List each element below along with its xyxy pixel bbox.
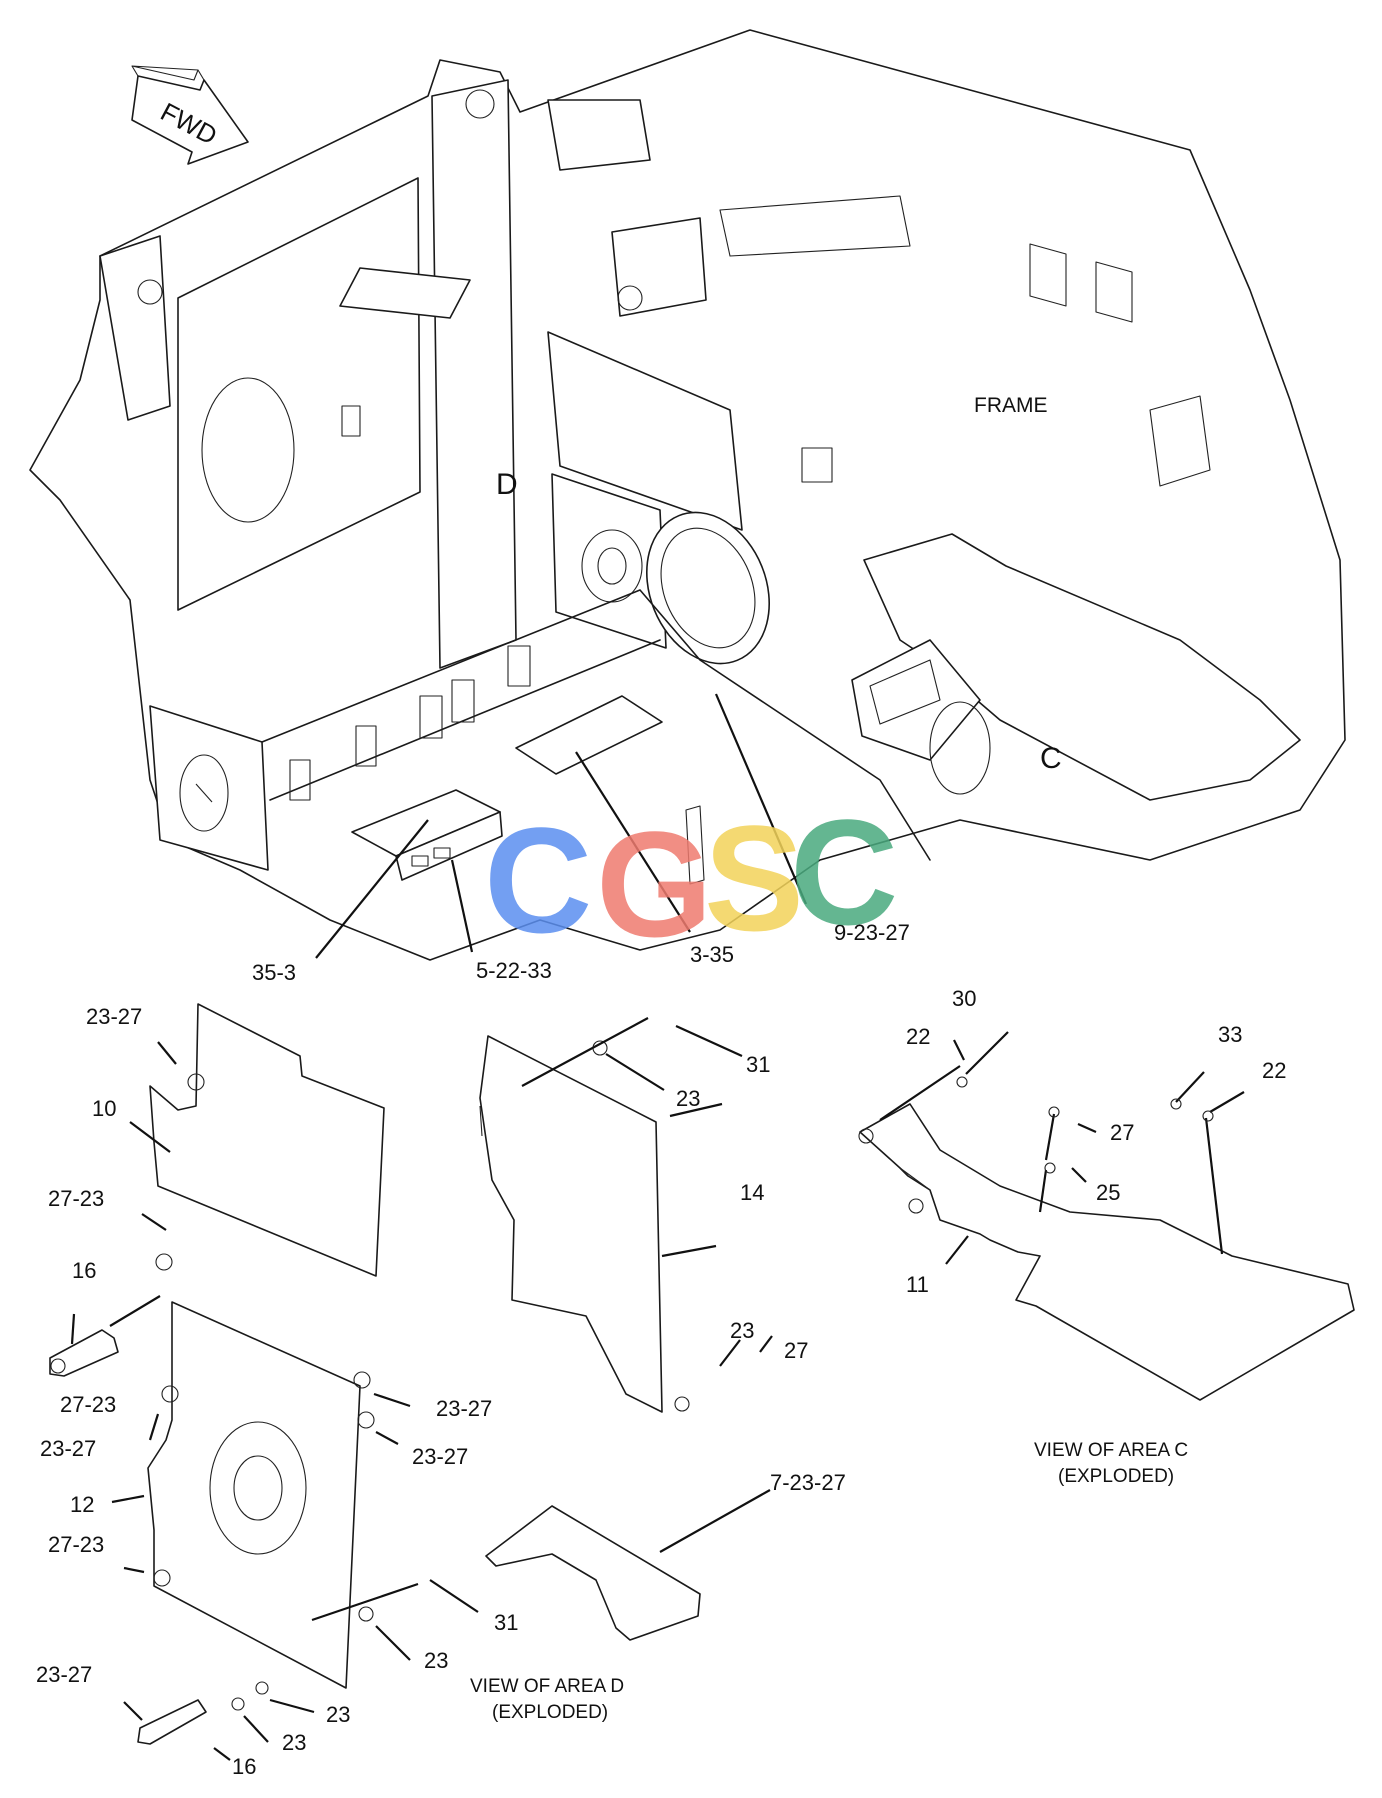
area-c-caption-line1: VIEW OF AREA C <box>1034 1440 1188 1461</box>
panel-10 <box>149 1003 385 1277</box>
callout-23-d: 23 <box>326 1702 350 1727</box>
area-d-exploded-view: 23-27 10 27-23 16 27-23 23-27 12 27-23 2… <box>36 1003 846 1779</box>
callout-16-a: 16 <box>72 1258 96 1283</box>
callout-14: 14 <box>740 1180 764 1205</box>
cover-plate-3 <box>515 695 663 775</box>
callout-23-b: 23 <box>730 1318 754 1343</box>
callout-23-27-d: 23-27 <box>436 1396 492 1421</box>
callout-27-23-b: 27-23 <box>60 1392 116 1417</box>
watermark-logo: C G S C <box>484 788 898 968</box>
lower-panel-12 <box>551 473 667 649</box>
callout-23-e: 23 <box>282 1730 306 1755</box>
callout-25: 25 <box>1096 1180 1120 1205</box>
callout-5-22-33: 5-22-33 <box>476 958 552 983</box>
watermark-letter: G <box>596 800 713 968</box>
watermark-letter: C <box>790 788 898 956</box>
callout-23-a: 23 <box>676 1086 700 1111</box>
callout-27-23-c: 27-23 <box>48 1532 104 1557</box>
bracket-16-lower <box>137 1699 207 1745</box>
callout-7-23-27: 7-23-27 <box>770 1470 846 1495</box>
callout-3-35: 3-35 <box>690 942 734 967</box>
callout-23-27-b: 23-27 <box>40 1436 96 1461</box>
callout-23-27-e: 23-27 <box>412 1444 468 1469</box>
frame-label: FRAME <box>974 394 1048 417</box>
cover-11 <box>859 1103 1355 1401</box>
callout-35-3: 35-3 <box>252 960 296 985</box>
area-d-marker: D <box>496 468 518 501</box>
bracket-block <box>611 217 707 317</box>
shield-7 <box>485 1505 701 1641</box>
callout-16-b: 16 <box>232 1754 256 1779</box>
callout-22-b: 22 <box>1262 1058 1286 1083</box>
callout-23-27-a: 23-27 <box>86 1004 142 1029</box>
watermark-letter: C <box>484 796 592 964</box>
area-c-caption-line2: (EXPLODED) <box>1058 1466 1174 1487</box>
left-lower-box <box>149 705 269 871</box>
fwd-arrow: FWD <box>131 65 249 165</box>
area-d-caption-line1: VIEW OF AREA D <box>470 1676 624 1697</box>
watermark-letter: S <box>704 794 804 962</box>
callout-10: 10 <box>92 1096 116 1121</box>
callout-27-23-a: 27-23 <box>48 1186 104 1211</box>
panel-12 <box>147 1301 361 1689</box>
center-post <box>431 79 517 669</box>
callout-12: 12 <box>70 1492 94 1517</box>
area-c-exploded-view: 30 22 33 22 27 25 11 VIEW OF AREA C (EXP… <box>858 986 1355 1487</box>
panel-14 <box>479 1035 663 1413</box>
callout-31-b: 31 <box>494 1610 518 1635</box>
fan-shroud <box>645 511 771 665</box>
callout-30: 30 <box>952 986 976 1011</box>
callout-33: 33 <box>1218 1022 1242 1047</box>
bracket-16-upper <box>49 1329 119 1377</box>
callout-22-a: 22 <box>906 1024 930 1049</box>
callout-11: 11 <box>906 1272 929 1297</box>
callout-27: 27 <box>784 1338 808 1363</box>
callout-9-23-27: 9-23-27 <box>834 920 910 945</box>
callout-31-a: 31 <box>746 1052 770 1077</box>
callout-23-27-c: 23-27 <box>36 1662 92 1687</box>
callout-27-c: 27 <box>1110 1120 1134 1145</box>
upper-panel-10 <box>547 331 743 531</box>
callout-23-c: 23 <box>424 1648 448 1673</box>
area-c-marker: C <box>1040 742 1062 775</box>
frame-assembly-view: FWD <box>29 29 1346 985</box>
area-d-caption-line2: (EXPLODED) <box>492 1702 608 1723</box>
